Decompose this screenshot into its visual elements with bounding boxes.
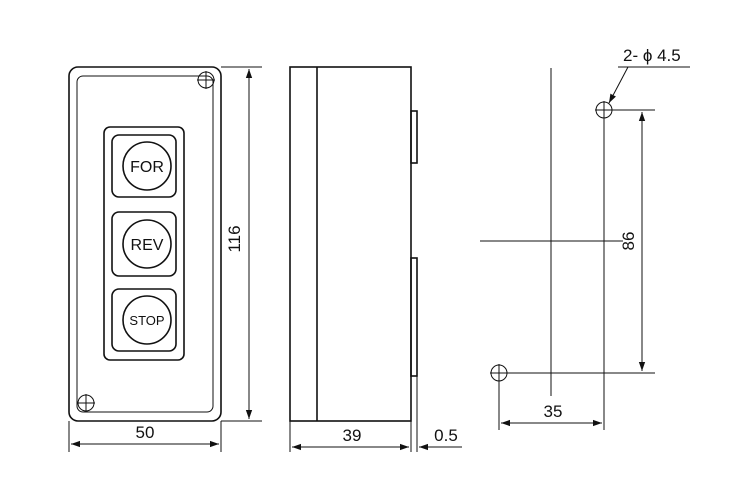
mounting-hole-lower (490, 364, 508, 382)
side-view: 39 0.5 (289, 66, 462, 452)
side-bracket-upper (410, 110, 418, 164)
dimension-depth-39: 39 (289, 421, 412, 452)
enclosure-inner-outline (76, 75, 214, 413)
rev-button-face (122, 219, 172, 269)
dimension-hole-spacing-35: 35 (501, 402, 602, 427)
dimension-hole-spacing-h-label: 35 (544, 402, 563, 421)
dimension-width-label: 50 (136, 423, 155, 442)
side-bracket-lower (410, 257, 418, 377)
for-button-face (122, 141, 172, 191)
rev-button-frame (111, 211, 177, 277)
dimension-offset-label: 0.5 (434, 426, 458, 445)
for-button-label: FOR (130, 159, 164, 176)
rev-button-label: REV (131, 237, 164, 254)
dimension-width-50: 50 (68, 421, 222, 452)
stop-button[interactable]: STOP (111, 288, 177, 352)
enclosure-outer-outline (68, 66, 222, 422)
hole-diameter-callout: 2- ϕ 4.5 (608, 46, 690, 104)
for-button-frame (111, 134, 177, 198)
side-body-outline (289, 66, 412, 422)
dimension-hole-spacing-v-label: 86 (619, 232, 638, 251)
mounting-hole-top-right (197, 71, 215, 89)
mounting-hole-bottom-left (77, 394, 95, 412)
dimension-offset-05: 0.5 (416, 376, 462, 452)
hole-diameter-label: 2- ϕ 4.5 (623, 46, 681, 65)
dimension-height-label: 116 (225, 225, 244, 252)
dimension-height-116: 116 (221, 66, 262, 422)
button-panel (103, 126, 185, 361)
stop-button-face (122, 295, 172, 345)
for-button[interactable]: FOR (111, 134, 177, 198)
front-view: FOR REV STOP 50 116 (68, 66, 262, 452)
dimension-hole-spacing-86: 86 (619, 112, 646, 371)
mounting-hole-upper (595, 101, 613, 119)
rev-button[interactable]: REV (111, 211, 177, 277)
dimension-depth-label: 39 (343, 426, 362, 445)
stop-button-frame (111, 288, 177, 352)
mounting-view: 86 35 2- ϕ 4.5 (480, 46, 690, 430)
stop-button-label: STOP (129, 313, 164, 328)
